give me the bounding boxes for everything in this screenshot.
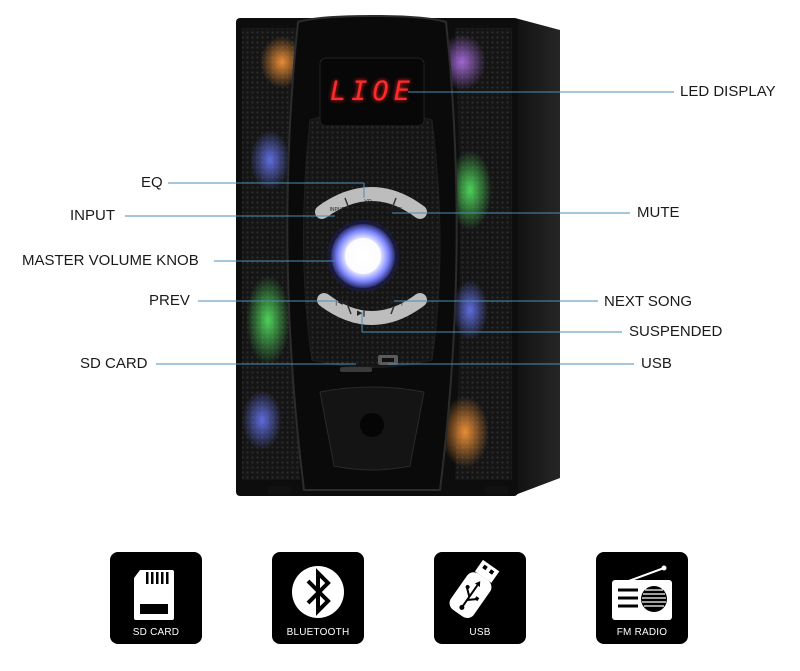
feature-usb-label: USB — [469, 627, 491, 638]
feature-sd-card: SD CARD — [110, 552, 202, 644]
callout-sd-card: SD CARD — [80, 355, 148, 372]
feature-sd-card-label: SD CARD — [132, 627, 180, 638]
speaker-image: |◀◀ ▶‖ ▶▶| — [236, 14, 560, 496]
callout-master-volume-knob: MASTER VOLUME KNOB — [22, 252, 199, 269]
callout-eq: EQ — [141, 174, 163, 191]
callout-input: INPUT — [70, 207, 115, 224]
radio-icon — [612, 565, 672, 620]
svg-text:▶▶|: ▶▶| — [390, 298, 403, 306]
master-volume-knob[interactable] — [327, 220, 399, 292]
feature-usb: USB — [434, 552, 526, 644]
feature-fm-radio-label: FM RADIO — [616, 627, 668, 638]
callout-next-song: NEXT SONG — [604, 293, 693, 310]
bluetooth-icon — [292, 566, 344, 618]
mute-button[interactable]: MUTE — [384, 204, 406, 216]
usb-drive-icon — [449, 559, 500, 619]
feature-bluetooth: BLUETOOTH — [272, 552, 364, 644]
volume-button-label: VO — [364, 199, 372, 205]
sd-card-icon — [134, 570, 174, 620]
callout-mute: MUTE — [637, 204, 680, 221]
callout-suspended: SUSPENDED — [629, 323, 723, 340]
next-button[interactable] — [386, 293, 406, 307]
play-pause-button[interactable] — [354, 305, 374, 319]
prev-button[interactable] — [330, 293, 350, 307]
mute-button-label: MUTE — [387, 207, 403, 213]
feature-fm-radio: FM RADIO — [596, 552, 688, 644]
sd-card-slot[interactable] — [338, 364, 374, 374]
svg-text:|◀◀: |◀◀ — [335, 298, 349, 306]
callout-led-display: LED DISPLAY — [680, 83, 776, 100]
svg-text:▶‖: ▶‖ — [357, 309, 366, 317]
volume-button[interactable]: VO — [358, 196, 378, 208]
input-button[interactable]: INPUT — [326, 204, 348, 216]
feature-bluetooth-label: BLUETOOTH — [286, 627, 350, 638]
led-display: LIOE — [330, 76, 416, 107]
usb-port[interactable] — [376, 353, 400, 367]
callout-prev: PREV — [149, 292, 190, 309]
input-button-label: INPUT — [329, 207, 345, 213]
callout-usb: USB — [641, 355, 672, 372]
